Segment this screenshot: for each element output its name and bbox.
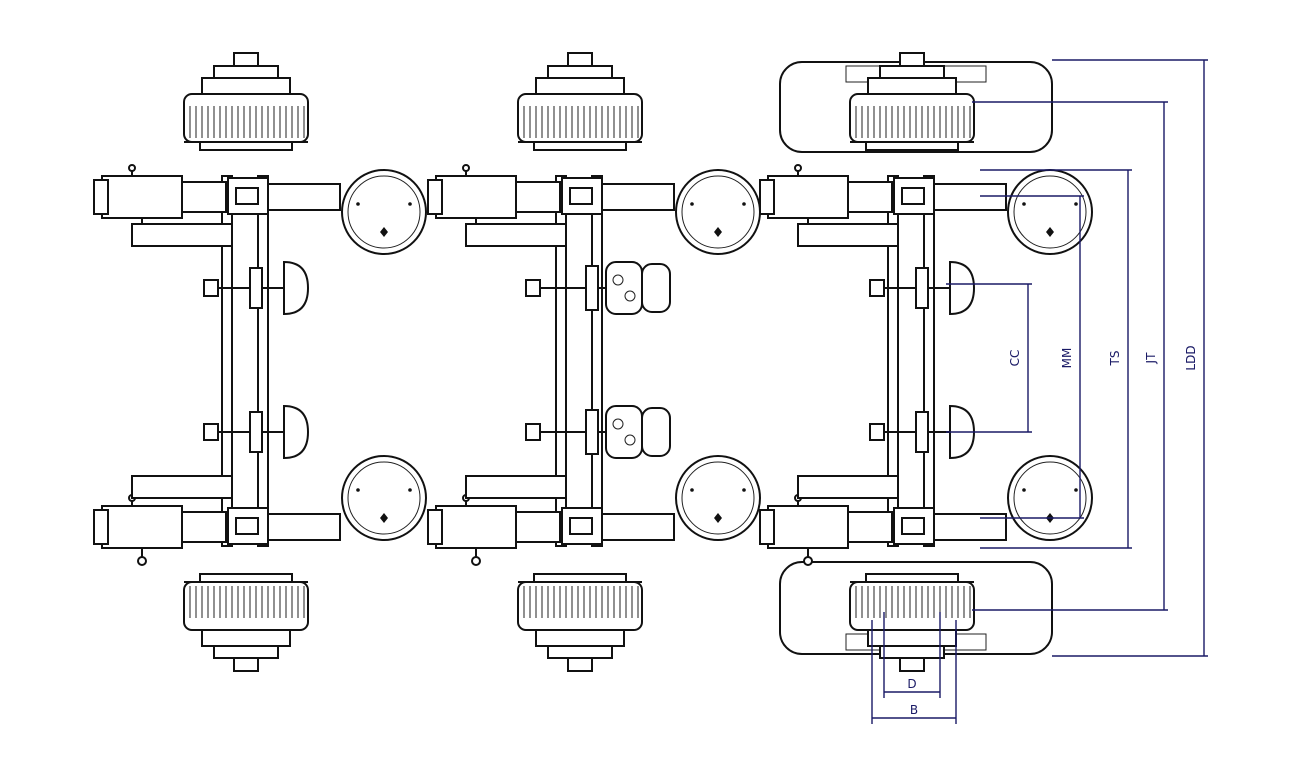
axle-view-double-brake-chamber (428, 53, 760, 671)
dim-jt-label: JT (1144, 352, 1158, 365)
dim-cc-label: CC (1008, 350, 1022, 367)
dim-ldd-label: LDD (1184, 345, 1198, 370)
dim-ts-label: TS (1108, 351, 1122, 367)
dim-d-label: D (907, 677, 916, 691)
dimension-lines (871, 59, 1208, 724)
axle-view-dimensioned-with-tyres (760, 53, 1092, 671)
dim-mm-label: MM (1060, 348, 1074, 369)
axle-view-drum-brake (94, 53, 426, 671)
dim-b-label: B (910, 703, 918, 717)
